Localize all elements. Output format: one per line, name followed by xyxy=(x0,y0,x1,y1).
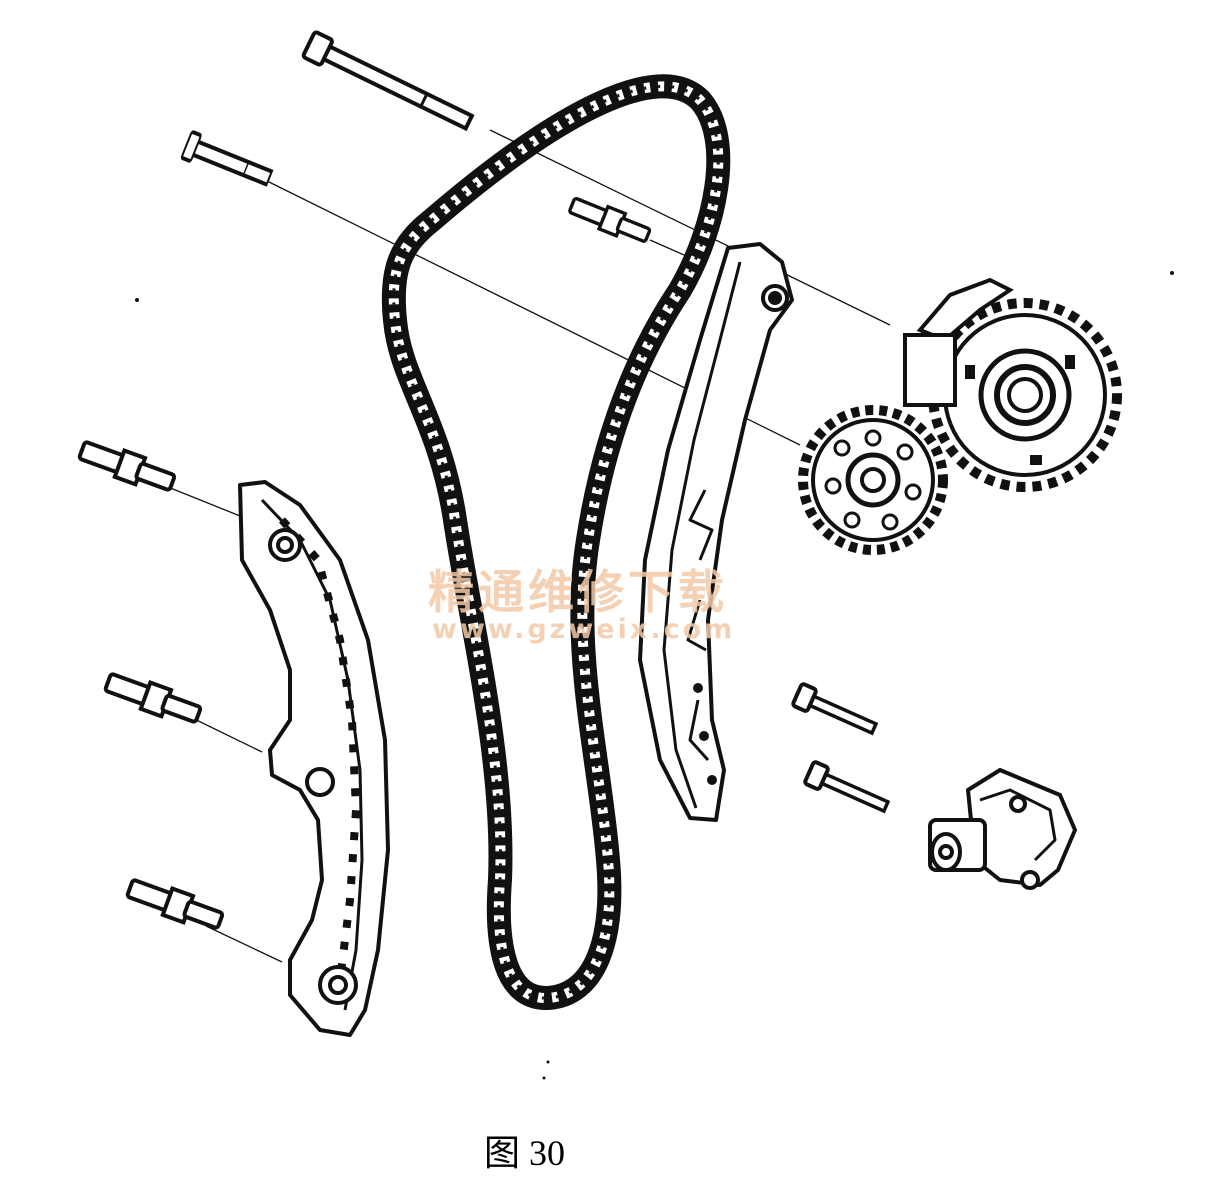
scan-speck xyxy=(135,298,139,302)
bolt-icon xyxy=(790,681,881,742)
bolt-icon xyxy=(303,32,475,135)
camshaft-phaser-sprocket xyxy=(903,277,1122,492)
bolt-icon xyxy=(565,192,654,249)
scan-speck xyxy=(1170,271,1174,275)
tensioner-rail xyxy=(638,242,794,822)
scan-speck xyxy=(546,1060,550,1064)
bolt-icon xyxy=(179,129,277,193)
chain-tensioner xyxy=(928,768,1077,890)
timing-chain xyxy=(381,74,731,1010)
camshaft-sprocket xyxy=(798,405,948,555)
watermark-url: www.gzweix.com xyxy=(432,614,736,645)
watermark-text: 精通维修下载 xyxy=(428,565,728,619)
stud-icon xyxy=(101,666,205,730)
stud-icon xyxy=(123,872,227,936)
scan-speck xyxy=(542,1076,546,1080)
figure-caption: 图 30 xyxy=(484,1133,566,1173)
bolt-icon xyxy=(802,759,893,820)
chain-guide-rail xyxy=(238,480,390,1037)
stud-icon xyxy=(75,434,179,498)
